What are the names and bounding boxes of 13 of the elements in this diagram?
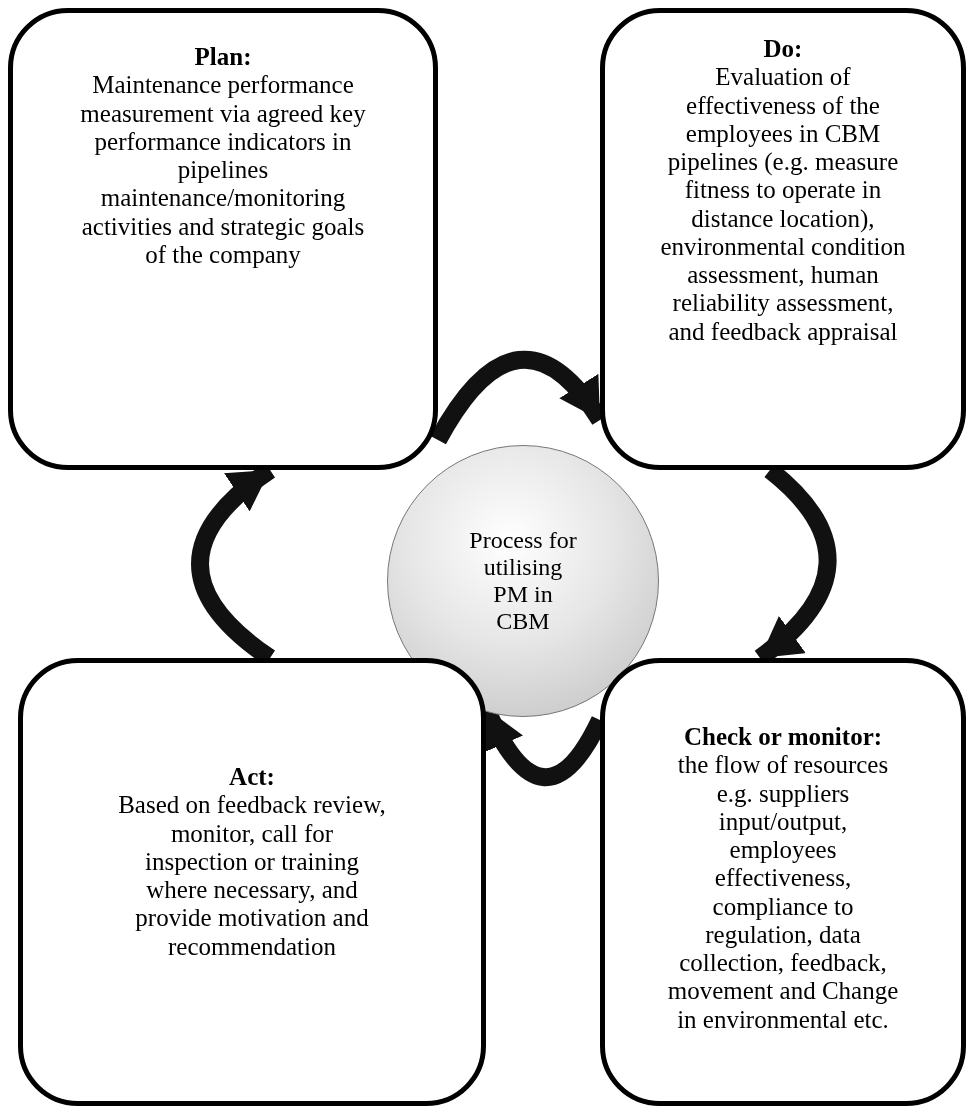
box-heading: Act: (229, 763, 275, 792)
box-text: Evaluation of effectiveness of the employees in CBM pipelines (e.g. measure fitness to operate in distance location), environmental condition assessment, human reliability assessment, and feedback appraisal (659, 63, 907, 346)
box-heading: Check or monitor: (683, 723, 883, 752)
box-heading: Plan: (194, 43, 252, 72)
box-text: Based on feedback review, monitor, call for inspection or training where necessary, and provide motivation and recommendation (118, 791, 386, 961)
circle-text: Process for utilising PM in CBM (468, 526, 578, 636)
box-text: Maintenance performance measurement via agreed key performance indicators in pipelines maintenance/monitoring activities and strategic goals of the company (79, 71, 367, 269)
box-heading: Do: (763, 35, 803, 64)
rounded-box (600, 8, 966, 470)
rounded-box (18, 658, 486, 1106)
rounded-box (600, 658, 966, 1106)
rounded-box (8, 8, 438, 470)
box-text: the flow of resources e.g. suppliers input/output, employees effectiveness, compliance to regulation, data collection, feedback, movement and Change in environmental etc. (666, 751, 900, 1034)
